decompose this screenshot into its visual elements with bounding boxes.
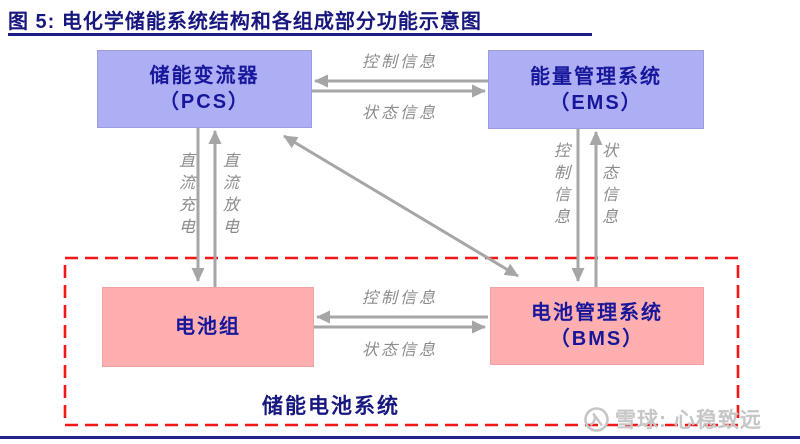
node-ems-abbr: （EMS） [549, 91, 643, 114]
watermark-text: 雪球: 心稳致远 [615, 409, 762, 432]
edge-label-dc-charge: 直流充电 [176, 152, 193, 240]
title-underline [8, 33, 592, 36]
figure-title: 图 5: 电化学储能系统结构和各组成部分功能示意图 [8, 11, 482, 33]
edge-label-pcs-ems-status: 状态信息 [361, 105, 438, 122]
edge-label-pcs-ems-control: 控制信息 [361, 54, 438, 71]
node-ems: 能量管理系统 （EMS） [488, 50, 704, 129]
node-pcs-name: 储能变流器 [149, 65, 260, 87]
bottom-divider [0, 436, 800, 439]
node-bms: 电池管理系统 （BMS） [490, 287, 704, 365]
edge-label-battery-bms-status: 状态信息 [361, 342, 438, 359]
arrow-pcs-bms-diagonal [283, 134, 519, 278]
edge-label-ems-bms-control: 控制信息 [551, 142, 568, 230]
edge-label-dc-discharge: 直流放电 [220, 152, 237, 240]
node-bms-abbr: （BMS） [549, 328, 645, 350]
node-bms-name: 电池管理系统 [531, 302, 663, 324]
node-pcs: 储能变流器 （PCS） [97, 50, 312, 128]
watermark: 雪球: 心稳致远 [583, 404, 762, 434]
battery-system-group-label: 储能电池系统 [262, 395, 400, 418]
node-battery-name: 电池组 [175, 316, 241, 338]
node-ems-name: 能量管理系统 [530, 65, 662, 88]
xueqiu-logo-icon [584, 406, 609, 432]
edge-label-battery-bms-control: 控制信息 [361, 290, 438, 307]
edge-label-ems-bms-status: 状态信息 [599, 142, 616, 230]
node-battery: 电池组 [102, 287, 314, 367]
node-pcs-abbr: （PCS） [158, 91, 251, 113]
